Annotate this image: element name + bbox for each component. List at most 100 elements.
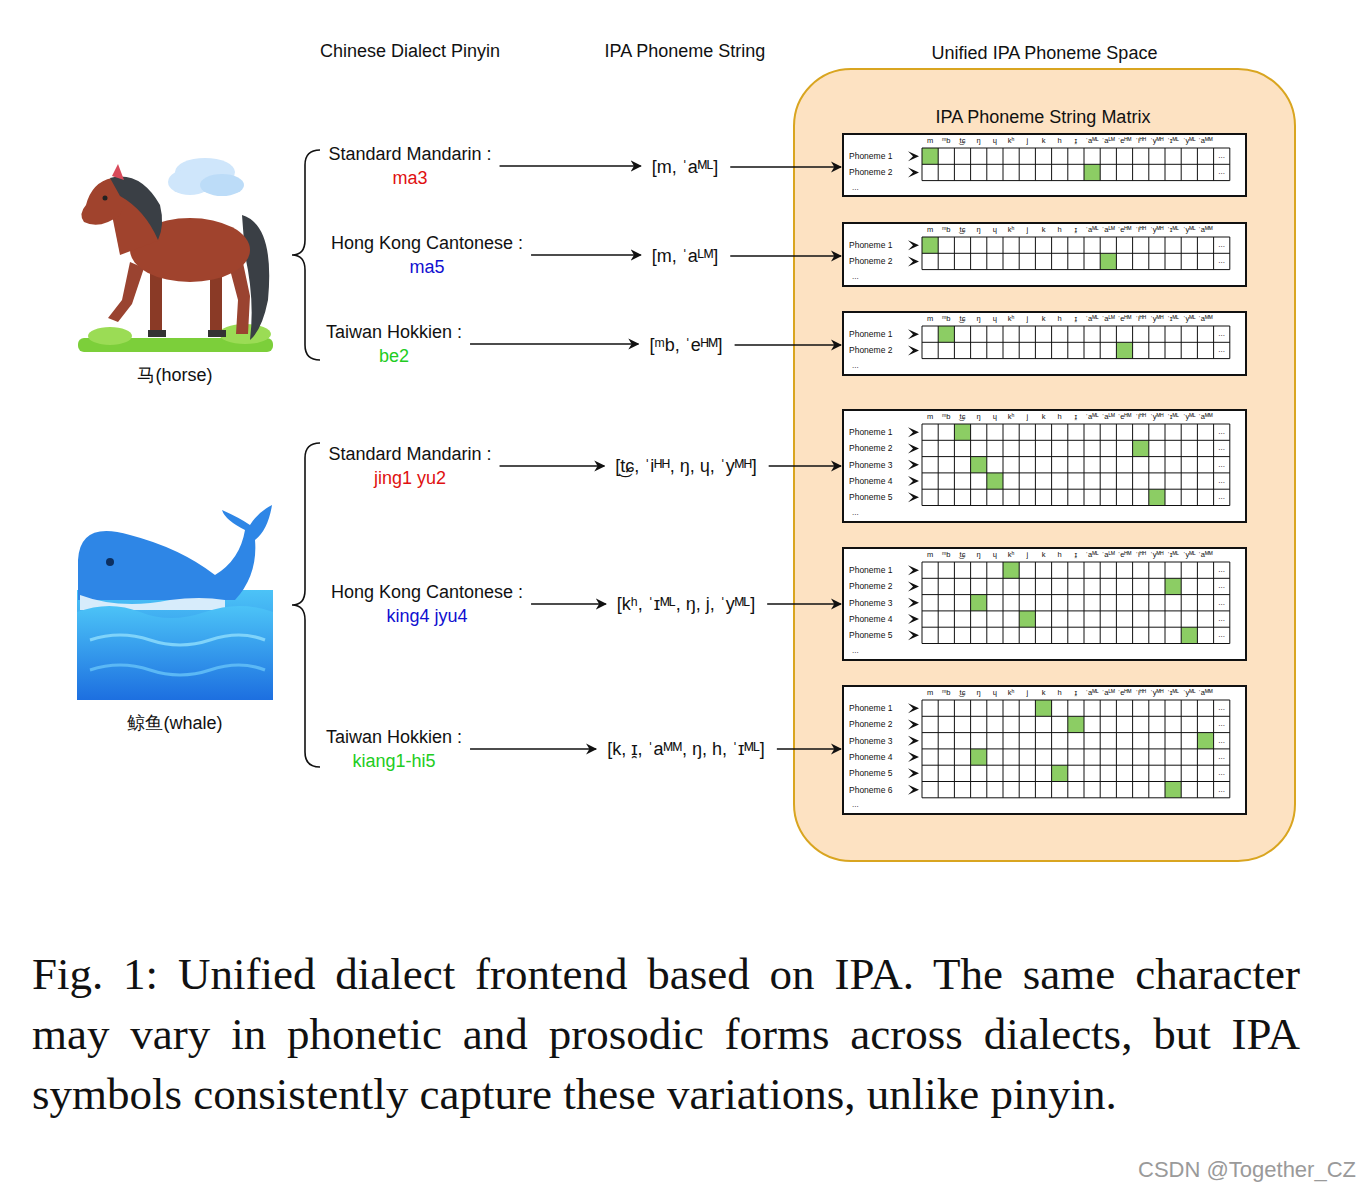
row-label: Phoneme 4 — [849, 611, 892, 627]
grid-line — [1213, 562, 1214, 644]
column-header: ˈaᴹᴹ — [1198, 225, 1212, 234]
column-header: ˈiᴴᴴ — [1135, 412, 1146, 421]
grid-line — [922, 781, 1230, 782]
column-header: j — [1026, 314, 1028, 323]
ipa-string: [ᵐb, ˈeᴴᴹ] — [639, 331, 732, 359]
ipa-text: [ᵐb, ˈeᴴᴹ] — [649, 333, 722, 357]
grid-line — [1197, 424, 1198, 506]
row-label: Phoneme 1 — [849, 424, 892, 440]
connector-arrow — [531, 254, 641, 256]
column-header: k — [1042, 412, 1046, 421]
column-header: ˈiᴴᴴ — [1135, 314, 1146, 323]
grid-line — [954, 562, 955, 644]
column-header: k — [1042, 225, 1046, 234]
column-header: kʰ — [1008, 136, 1015, 145]
column-header: ˈaᴹᴹ — [1198, 412, 1212, 421]
row-label: Phoneme 2 — [849, 578, 892, 594]
row-ellipsis: ... — [1218, 473, 1225, 489]
column-header: ˈaᴹᴸ — [1086, 136, 1099, 145]
grid-line — [1003, 562, 1004, 644]
column-header: ˈiᴴᴴ — [1135, 688, 1146, 697]
column-header: ˈyᴹᴴ — [1150, 412, 1163, 421]
column-header: t͜ɕ — [960, 314, 966, 323]
selected-cell — [1181, 627, 1197, 643]
column-header: ˈɪᴹᴸ — [1167, 412, 1179, 421]
row-ellipsis: ... — [1218, 627, 1225, 643]
ipa-string: [k, ɪ̯, ˈaᴹᴹ, ŋ, h, ˈɪᴹᴸ] — [597, 735, 775, 763]
more-rows-ellipsis: ... — [852, 272, 859, 282]
column-header: ˈaᴹᴹ — [1198, 550, 1212, 559]
column-header: ˈiᴴᴴ — [1135, 136, 1146, 145]
row-ellipsis: ... — [1218, 716, 1225, 732]
grid-line — [1116, 562, 1117, 644]
dialect-name: Hong Kong Cantonese : — [331, 580, 523, 604]
row-arrow — [908, 460, 919, 470]
horse-illustration — [78, 158, 273, 352]
connector-arrow — [531, 603, 606, 605]
row-label: Phoneme 2 — [849, 716, 892, 732]
row-arrow — [908, 736, 919, 746]
dialect-label: Taiwan Hokkien :kiang1-hi5 — [320, 723, 468, 775]
column-header: ˈaᴹᴸ — [1086, 412, 1099, 421]
column-header: ˈɪᴹᴸ — [1167, 314, 1179, 323]
row-ellipsis: ... — [1218, 342, 1225, 358]
grid-line — [922, 627, 1230, 628]
grid-line — [1051, 424, 1052, 506]
whale-illustration — [77, 505, 273, 700]
column-header: ˈeᴴᴹ — [1118, 550, 1132, 559]
column-header: t͜ɕ — [960, 225, 966, 234]
column-header: ˈyᴹᴴ — [1150, 225, 1163, 234]
column-header: t͜ɕ — [960, 688, 966, 697]
column-header: ˈaᴸᴹ — [1102, 550, 1115, 559]
grid-line — [1019, 562, 1020, 644]
matrix-grid — [844, 687, 1245, 813]
row-label: Phoneme 3 — [849, 457, 892, 473]
grid-line — [1213, 424, 1214, 506]
matrix-grid — [844, 549, 1245, 659]
row-arrow — [908, 719, 919, 729]
column-header: m — [927, 550, 933, 559]
row-ellipsis: ... — [1218, 148, 1225, 164]
column-header: ᵐb — [942, 550, 950, 559]
row-label: Phoneme 1 — [849, 148, 892, 164]
grid-line — [1100, 424, 1101, 506]
grid-line — [1148, 424, 1149, 506]
column-header: kʰ — [1008, 688, 1015, 697]
row-ellipsis: ... — [1218, 765, 1225, 781]
column-header: ˈaᴸᴹ — [1102, 412, 1115, 421]
column-header: ᵐb — [942, 412, 950, 421]
grid-line — [922, 643, 1230, 644]
grid-line — [922, 505, 1230, 506]
column-header: ᵐb — [942, 688, 950, 697]
column-header: m — [927, 314, 933, 323]
column-header: ɪ̯ — [1075, 225, 1078, 234]
connector-arrow — [500, 165, 641, 167]
column-header: ˈiᴴᴴ — [1135, 550, 1146, 559]
figure-caption: Fig. 1: Unified dialect frontend based o… — [32, 944, 1300, 1124]
grid-line — [922, 237, 1230, 238]
more-rows-ellipsis: ... — [852, 646, 859, 656]
grid-line — [922, 489, 1230, 490]
grid-line — [922, 472, 1230, 473]
column-header: k — [1042, 550, 1046, 559]
column-header: k — [1042, 688, 1046, 697]
grid-line — [922, 326, 1230, 327]
selected-cell — [1052, 765, 1068, 781]
row-arrow — [908, 256, 919, 266]
column-header: t͜ɕ — [960, 412, 966, 421]
row-ellipsis: ... — [1218, 562, 1225, 578]
column-header: ŋ — [977, 688, 981, 697]
selected-cell — [1116, 342, 1132, 358]
row-arrow — [908, 752, 919, 762]
grid-line — [1165, 424, 1166, 506]
grid-line — [922, 253, 1230, 254]
grid-line — [922, 716, 1230, 717]
selected-cell — [1019, 611, 1035, 627]
row-arrow — [908, 167, 919, 177]
column-header: ˈɪᴹᴸ — [1167, 225, 1179, 234]
row-arrow — [908, 345, 919, 355]
column-header: ɥ — [993, 412, 997, 421]
grid-line — [954, 424, 955, 506]
column-header: ˈyᴹᴴ — [1150, 136, 1163, 145]
column-header: ɪ̯ — [1075, 412, 1078, 421]
